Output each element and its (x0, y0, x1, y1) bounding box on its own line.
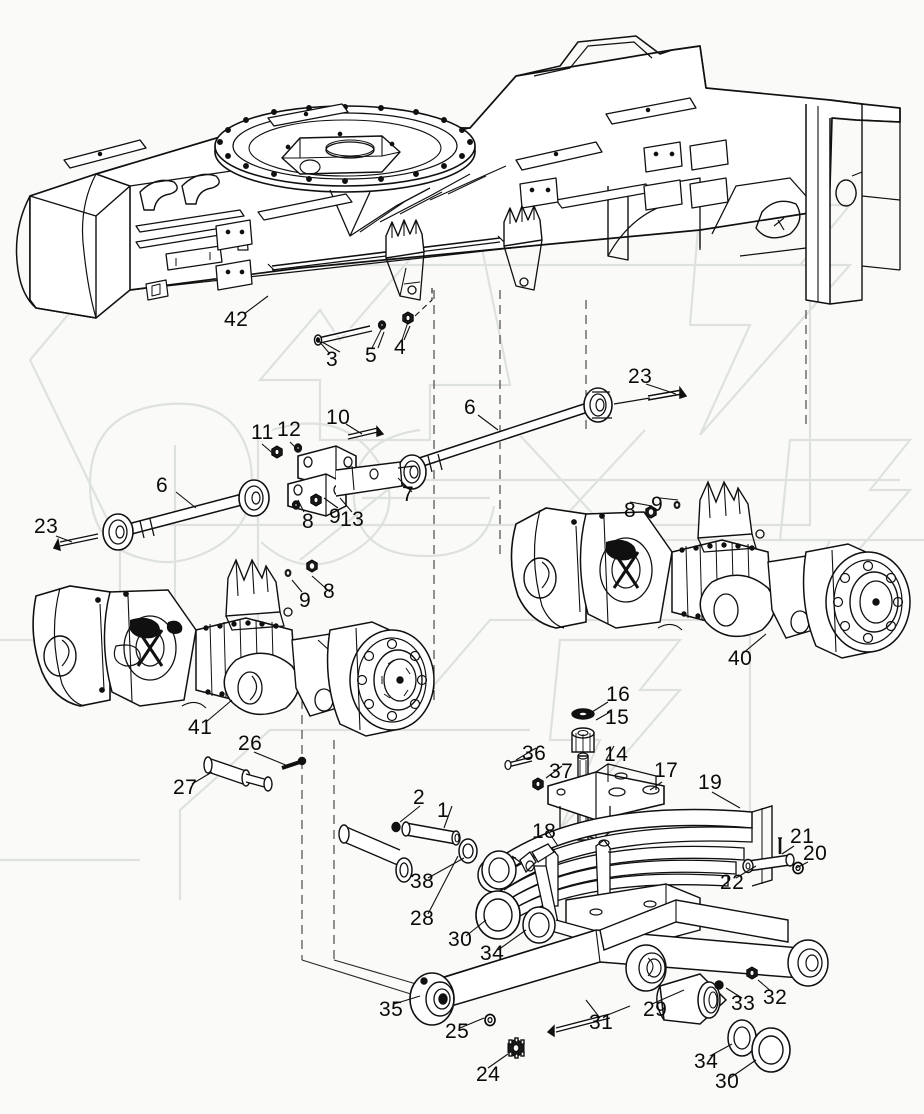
callout-9-c: 9 (651, 493, 664, 516)
callout-26: 26 (238, 732, 263, 755)
callout-10: 10 (326, 406, 351, 429)
callout-9-b: 9 (299, 589, 312, 612)
callout-6-front: 6 (156, 474, 169, 497)
callout-11: 11 (251, 421, 274, 444)
callout-2: 2 (413, 786, 426, 809)
lower-control-arm (409, 899, 829, 1059)
callout-40: 40 (728, 647, 753, 670)
callout-29: 29 (643, 998, 668, 1021)
callout-8-b: 8 (323, 580, 336, 603)
callout-14: 14 (604, 743, 629, 766)
callout-22: 22 (720, 871, 745, 894)
callout-25: 25 (445, 1020, 470, 1043)
pin-27-assembly (203, 756, 307, 792)
main-frame-assembly (15, 35, 901, 319)
callout-30-b: 30 (715, 1070, 740, 1093)
rear-axle-assembly (510, 480, 911, 659)
callout-19: 19 (698, 771, 723, 794)
callout-20: 20 (803, 842, 828, 865)
callout-41: 41 (188, 716, 213, 739)
u-bolt-and-spring-seat (504, 708, 665, 842)
leaf-spring-assembly (477, 805, 804, 947)
bushing-sleeve-group (656, 966, 791, 1073)
callout-18: 18 (532, 820, 557, 843)
callout-23-b: 23 (34, 515, 59, 538)
callout-42: 42 (224, 308, 249, 331)
driveshaft-front (52, 479, 270, 552)
callout-8-a: 8 (302, 510, 315, 533)
leader-lines (55, 295, 809, 1079)
callout-35: 35 (379, 998, 404, 1021)
callout-5: 5 (365, 344, 378, 367)
callout-32: 32 (763, 986, 788, 1009)
callout-13: 13 (340, 508, 365, 531)
callout-33: 33 (731, 992, 756, 1015)
callout-8-c: 8 (624, 499, 637, 522)
callout-4: 4 (394, 336, 407, 359)
callout-21: 21 (790, 825, 815, 848)
center-bearing-bracket (271, 425, 415, 517)
callout-1: 1 (437, 799, 450, 822)
callout-30-a: 30 (448, 928, 473, 951)
callout-38: 38 (410, 870, 435, 893)
callout-28: 28 (410, 907, 435, 930)
callout-36: 36 (522, 742, 547, 765)
front-axle-assembly (32, 558, 435, 737)
callout-17: 17 (654, 759, 679, 782)
callout-34-a: 34 (480, 942, 505, 965)
slewing-ring-bearing (214, 104, 476, 193)
callout-9-a: 9 (329, 505, 342, 528)
frame-pin-fasteners (313, 288, 433, 355)
callout-37: 37 (549, 760, 574, 783)
callout-24: 24 (476, 1063, 501, 1086)
pin-bushing-group (338, 821, 556, 944)
driveshaft-rear (397, 385, 688, 490)
callout-3: 3 (326, 348, 339, 371)
callout-34-b: 34 (694, 1050, 719, 1073)
callout-7: 7 (402, 483, 415, 506)
callout-27: 27 (173, 776, 198, 799)
callout-15: 15 (605, 706, 630, 729)
callout-16: 16 (606, 683, 631, 706)
callout-23-a: 23 (628, 365, 653, 388)
callout-31: 31 (589, 1011, 614, 1034)
callout-6-rear: 6 (464, 396, 477, 419)
callout-12: 12 (277, 418, 302, 441)
